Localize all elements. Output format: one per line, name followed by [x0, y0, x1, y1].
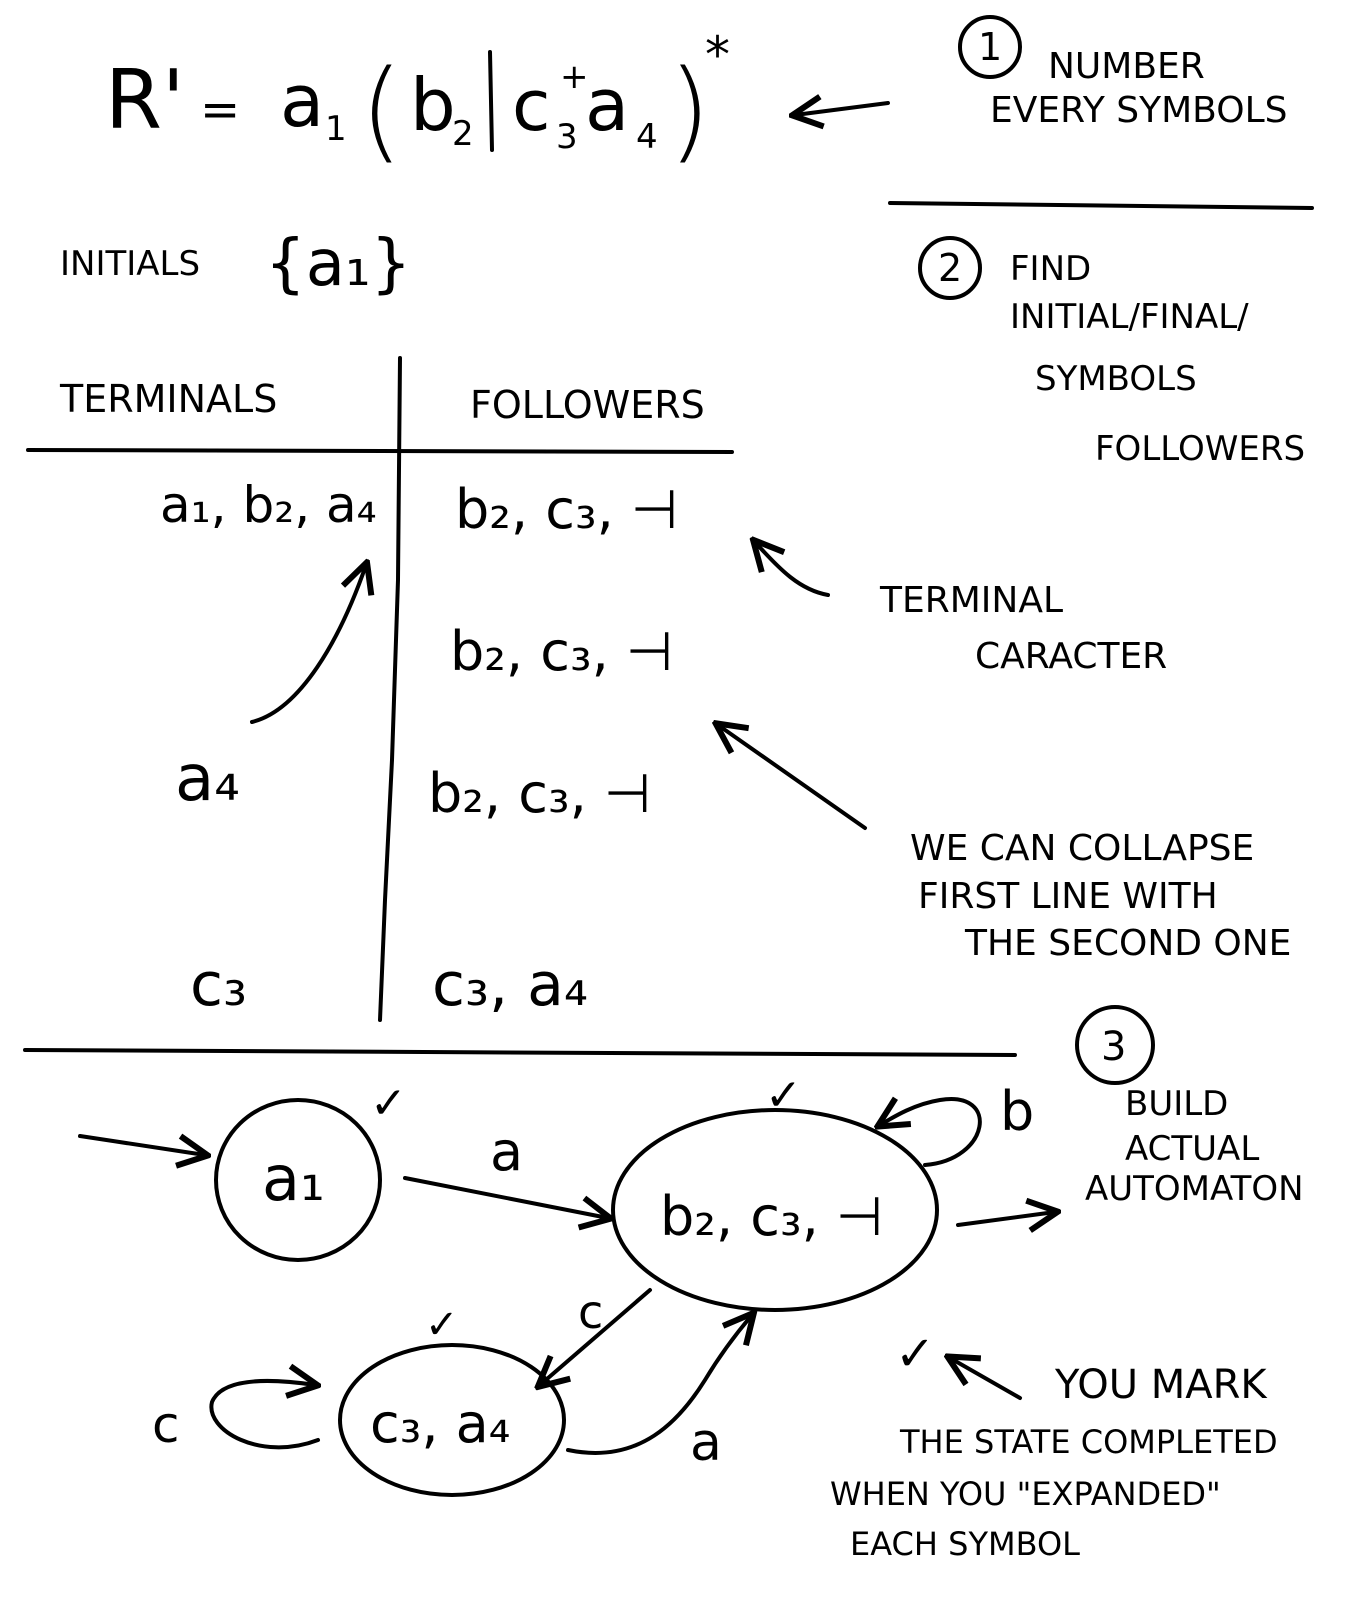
step2-line3: SYMBOLS — [1035, 359, 1197, 399]
start-arrow — [78, 1136, 205, 1155]
state-a1-check: ✓ — [370, 1078, 407, 1129]
collapse-line1: WE CAN COLLAPSE — [910, 828, 1254, 869]
step2-number: 2 — [938, 246, 962, 290]
regex-c3: c — [512, 65, 551, 147]
regex-a1-sub: 1 — [325, 109, 347, 149]
step3-line3: AUTOMATON — [1085, 1169, 1304, 1209]
table-header-terminals: TERMINALS — [59, 377, 277, 421]
regex-open-paren: ( — [360, 46, 403, 174]
edge-c3-to-b2 — [566, 1315, 752, 1455]
regex-star: * — [705, 26, 730, 84]
table-column-divider — [378, 356, 402, 1022]
step1-note: 1 NUMBER EVERY SYMBOLS — [958, 15, 1287, 131]
collapse-line3: THE SECOND ONE — [964, 923, 1291, 964]
step1-line2: EVERY SYMBOLS — [990, 90, 1287, 131]
table-row-4-terminals: c₃ — [190, 950, 247, 1020]
regex-a4: a — [585, 63, 629, 147]
mark-line1: YOU MARK — [1054, 1362, 1268, 1408]
mark-line2: THE STATE COMPLETED — [899, 1423, 1278, 1461]
table-header-followers: FOLLOWERS — [470, 383, 705, 427]
accept-arrow — [956, 1212, 1055, 1225]
mark-line3: WHEN YOU "EXPANDED" — [830, 1475, 1221, 1513]
step1-arrow — [795, 103, 890, 115]
state-b2c3-label: b₂, c₃, ⊣ — [660, 1185, 883, 1248]
initials-label: INITIALS — [60, 244, 200, 284]
table-row-1-followers: b₂, c₃, ⊣ — [455, 478, 678, 541]
edge-c-self-loop-label: c — [152, 1396, 180, 1454]
state-b2c3-check: ✓ — [765, 1070, 802, 1121]
state-a1-circle — [214, 1098, 382, 1262]
step2-line2: INITIAL/FINAL/ — [1010, 297, 1249, 337]
regex-close-paren: ) — [668, 46, 711, 174]
regex-b2-sub: 2 — [452, 114, 474, 154]
table-header-rule — [26, 448, 734, 454]
step-divider — [888, 201, 1314, 210]
table-row-3-terminals: a₄ — [175, 742, 240, 816]
regex-expression: R' = a 1 ( b 2 c + 3 a 4 ) * — [105, 26, 730, 174]
mark-note: ✓ YOU MARK THE STATE COMPLETED WHEN YOU … — [830, 1326, 1278, 1563]
table-row-4-followers: c₃, a₄ — [432, 950, 588, 1020]
step1-line1: NUMBER — [1048, 46, 1205, 87]
edge-a1-to-b2 — [403, 1176, 608, 1218]
step2-number-circle — [918, 236, 982, 300]
step1-number: 1 — [978, 25, 1002, 69]
regex-bar — [488, 50, 494, 152]
regex-c3-sub: 3 — [556, 117, 578, 157]
edge-b-self-loop-label: b — [1000, 1080, 1034, 1143]
regex-b2: b — [410, 63, 456, 147]
regex-a1: a — [280, 59, 324, 143]
state-a1-label: a₁ — [262, 1142, 325, 1215]
followers-table: TERMINALS FOLLOWERS a₁, b₂, a₄ b₂, c₃, ⊣… — [26, 356, 734, 1022]
automaton: a₁ ✓ a b₂, c₃, ⊣ ✓ b c c₃, a₄ ✓ c a — [78, 1070, 1055, 1497]
state-c3a4-label: c₃, a₄ — [370, 1392, 510, 1455]
collapse-note: WE CAN COLLAPSE FIRST LINE WITH THE SECO… — [718, 725, 1291, 964]
state-c3a4-circle — [338, 1343, 566, 1497]
step2-note: 2 FIND INITIAL/FINAL/ SYMBOLS FOLLOWERS — [918, 236, 1305, 469]
state-c3a4-check: ✓ — [425, 1302, 459, 1348]
collapse-arrow — [718, 725, 867, 830]
step3-note: 3 BUILD ACTUAL AUTOMATON — [1075, 1005, 1304, 1209]
edge-b2-to-c3-label: c — [578, 1285, 603, 1339]
mark-arrow — [950, 1358, 1022, 1400]
step3-number: 3 — [1101, 1024, 1126, 1070]
step3-number-circle — [1075, 1005, 1155, 1085]
regex-c3-sup: + — [560, 57, 589, 97]
regex-a4-sub: 4 — [636, 117, 658, 157]
step1-number-circle — [958, 15, 1022, 79]
edge-b-self-loop — [880, 1099, 982, 1167]
edge-c-self-loop — [209, 1381, 318, 1450]
terminator-note: TERMINAL CARACTER — [755, 542, 1167, 677]
table-row-1-terminals: a₁, b₂, a₄ — [160, 476, 377, 534]
state-b2c3-circle — [611, 1108, 939, 1312]
mark-check: ✓ — [895, 1326, 935, 1382]
edge-c3-to-b2-label: a — [690, 1413, 722, 1473]
edge-a1-to-b2-label: a — [490, 1120, 523, 1183]
step3-line2: ACTUAL — [1125, 1129, 1259, 1169]
step3-line1: BUILD — [1125, 1084, 1228, 1124]
state-b2c3: b₂, c₃, ⊣ ✓ — [611, 1070, 939, 1312]
step2-line1: FIND — [1010, 249, 1091, 289]
table-row-3-followers: b₂, c₃, ⊣ — [428, 762, 651, 825]
state-c3a4: c₃, a₄ ✓ — [338, 1302, 566, 1497]
regex-equals: = — [200, 82, 240, 138]
a4-link-arrow — [250, 565, 366, 724]
initials-set: {a₁} — [265, 227, 411, 301]
mark-line4: EACH SYMBOL — [850, 1525, 1080, 1563]
terminator-line2: CARACTER — [975, 636, 1167, 677]
table-row-2-followers: b₂, c₃, ⊣ — [450, 620, 673, 683]
collapse-line2: FIRST LINE WITH — [918, 876, 1218, 917]
state-a1: a₁ ✓ — [214, 1078, 407, 1262]
regex-lhs: R' — [105, 53, 185, 148]
step2-line4: FOLLOWERS — [1095, 429, 1305, 469]
edge-b2-to-c3 — [540, 1288, 652, 1385]
section-divider — [23, 1048, 1017, 1057]
terminator-line1: TERMINAL — [879, 580, 1063, 621]
terminator-arrow — [755, 542, 830, 597]
